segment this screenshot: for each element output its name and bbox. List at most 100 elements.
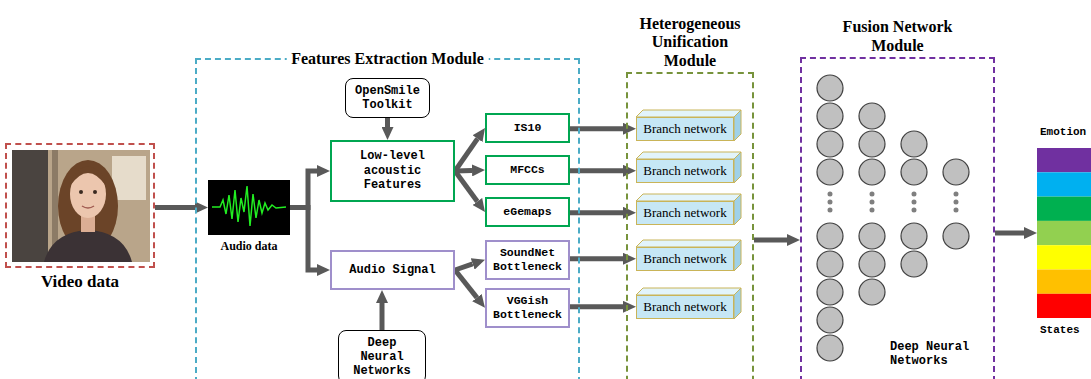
- branch-front-face: [637, 160, 734, 183]
- video-frame: Video data: [5, 143, 155, 268]
- branch-label: Branch network: [641, 163, 729, 179]
- bar-label: Emotion: [1040, 126, 1086, 139]
- branch-front-face: [637, 202, 734, 225]
- neuron: [817, 223, 843, 249]
- text-holder: VGGish Bottleneck: [487, 290, 568, 326]
- text-holder: Branch network: [636, 117, 734, 141]
- photo-fringe: [70, 166, 106, 186]
- module-frame: Branch networkBranch networkBranch netwo…: [626, 72, 754, 379]
- neuron: [943, 223, 969, 249]
- branch-side-face: [734, 240, 741, 271]
- tool-box: OpenSmile Toolkit: [345, 78, 430, 118]
- branch-top-face: [636, 240, 741, 247]
- module-frame: Fusion Network ModuleDeep Neural Network…: [800, 57, 995, 379]
- neuron: [817, 251, 843, 277]
- neuron-ellipsis: [870, 194, 875, 218]
- text-holder: MFCCs: [487, 157, 568, 183]
- text-holder: Branch network: [636, 201, 734, 225]
- module-title: Fusion Network Module: [823, 18, 973, 55]
- tool-label: OpenSmile Toolkit: [351, 84, 424, 113]
- flow-arrow: [570, 126, 623, 131]
- flow-arrow: [754, 238, 787, 243]
- neuron: [859, 131, 885, 157]
- neuron-ellipsis: [954, 194, 959, 218]
- emotion-band: [1037, 172, 1091, 196]
- waveform-trace: [212, 186, 286, 226]
- branch-network-box: Branch network: [636, 247, 734, 271]
- emotion-bar: EmotionStates: [1037, 148, 1091, 318]
- photo-mouth: [82, 206, 94, 208]
- flow-arrow: [385, 118, 390, 127]
- bar-label: States: [1040, 324, 1080, 337]
- module-frame: Audio data OpenSmile ToolkitLow-level aco…: [195, 58, 580, 379]
- flow-arrow: [995, 231, 1024, 236]
- flow-arrow: [380, 303, 385, 330]
- branch-front-face: [637, 248, 734, 271]
- feature-set-label: IS10: [492, 121, 563, 135]
- branch-label: Branch network: [641, 205, 729, 221]
- waveform-box: Audio data: [208, 180, 290, 235]
- flow-arrow: [570, 168, 623, 173]
- neuron: [817, 131, 843, 157]
- branch-front-face: [637, 118, 734, 141]
- photo-window: [112, 156, 146, 200]
- branch-label: Branch network: [641, 299, 729, 315]
- video-label: Video data: [41, 272, 119, 292]
- branch-top-face: [636, 288, 741, 295]
- flow-arrow: [455, 171, 477, 202]
- neuron-ellipsis: [912, 194, 917, 218]
- text-holder: Branch network: [636, 295, 734, 319]
- branch-label: Branch network: [641, 121, 729, 137]
- photo-doorway: [12, 150, 48, 262]
- photo-eye: [79, 190, 83, 194]
- neuron: [817, 335, 843, 361]
- neuron: [901, 159, 927, 185]
- text-holder: SoundNet Bottleneck: [487, 242, 568, 278]
- flow-arrow: [570, 210, 623, 215]
- feature-set-box: IS10: [485, 113, 570, 143]
- flow-arrow: [570, 304, 623, 309]
- branch-network-box: Branch network: [636, 159, 734, 183]
- feature-set-box: MFCCs: [485, 155, 570, 185]
- neuron-ellipsis: [828, 194, 833, 218]
- module-title: Features Extraction Module: [286, 49, 489, 69]
- flow-arrow: [455, 139, 478, 171]
- module-title: Heterogeneous Unification Module: [625, 15, 755, 70]
- emotion-band: [1037, 197, 1091, 221]
- bottleneck-box: VGGish Bottleneck: [485, 288, 570, 328]
- neuron: [859, 103, 885, 129]
- neuron: [859, 279, 885, 305]
- branch-side-face: [734, 152, 741, 183]
- branch-side-face: [734, 288, 741, 319]
- branch-network-box: Branch network: [636, 117, 734, 141]
- text-holder: eGemaps: [487, 199, 568, 225]
- flow-arrow: [290, 171, 317, 208]
- audio-label: Audio data: [220, 239, 277, 253]
- flow-arrow: [155, 205, 195, 210]
- photo-background: [12, 150, 150, 262]
- text-holder: Audio Signal: [332, 252, 453, 288]
- signal-box: Audio Signal: [330, 250, 455, 290]
- photo-eye: [93, 190, 97, 194]
- branch-side-face: [734, 110, 741, 141]
- neuron: [817, 75, 843, 101]
- branch-front-face: [637, 296, 734, 319]
- flow-arrow: [290, 208, 317, 271]
- network-box: Deep Neural Networks: [338, 330, 426, 379]
- text-holder: OpenSmile Toolkit: [346, 79, 429, 117]
- feature-set-label: MFCCs: [492, 163, 563, 177]
- emotion-band: [1037, 245, 1091, 269]
- flow-arrow: [455, 264, 473, 270]
- neuron: [817, 279, 843, 305]
- branch-network-box: Branch network: [636, 295, 734, 319]
- neuron: [901, 251, 927, 277]
- text-holder: Low-level acoustic Features: [332, 142, 453, 200]
- emotion-band: [1037, 270, 1091, 294]
- text-holder: IS10: [487, 115, 568, 141]
- neuron: [859, 251, 885, 277]
- branch-top-face: [636, 152, 741, 159]
- emotion-band: [1037, 148, 1091, 172]
- emotion-band: [1037, 221, 1091, 245]
- neuron: [901, 131, 927, 157]
